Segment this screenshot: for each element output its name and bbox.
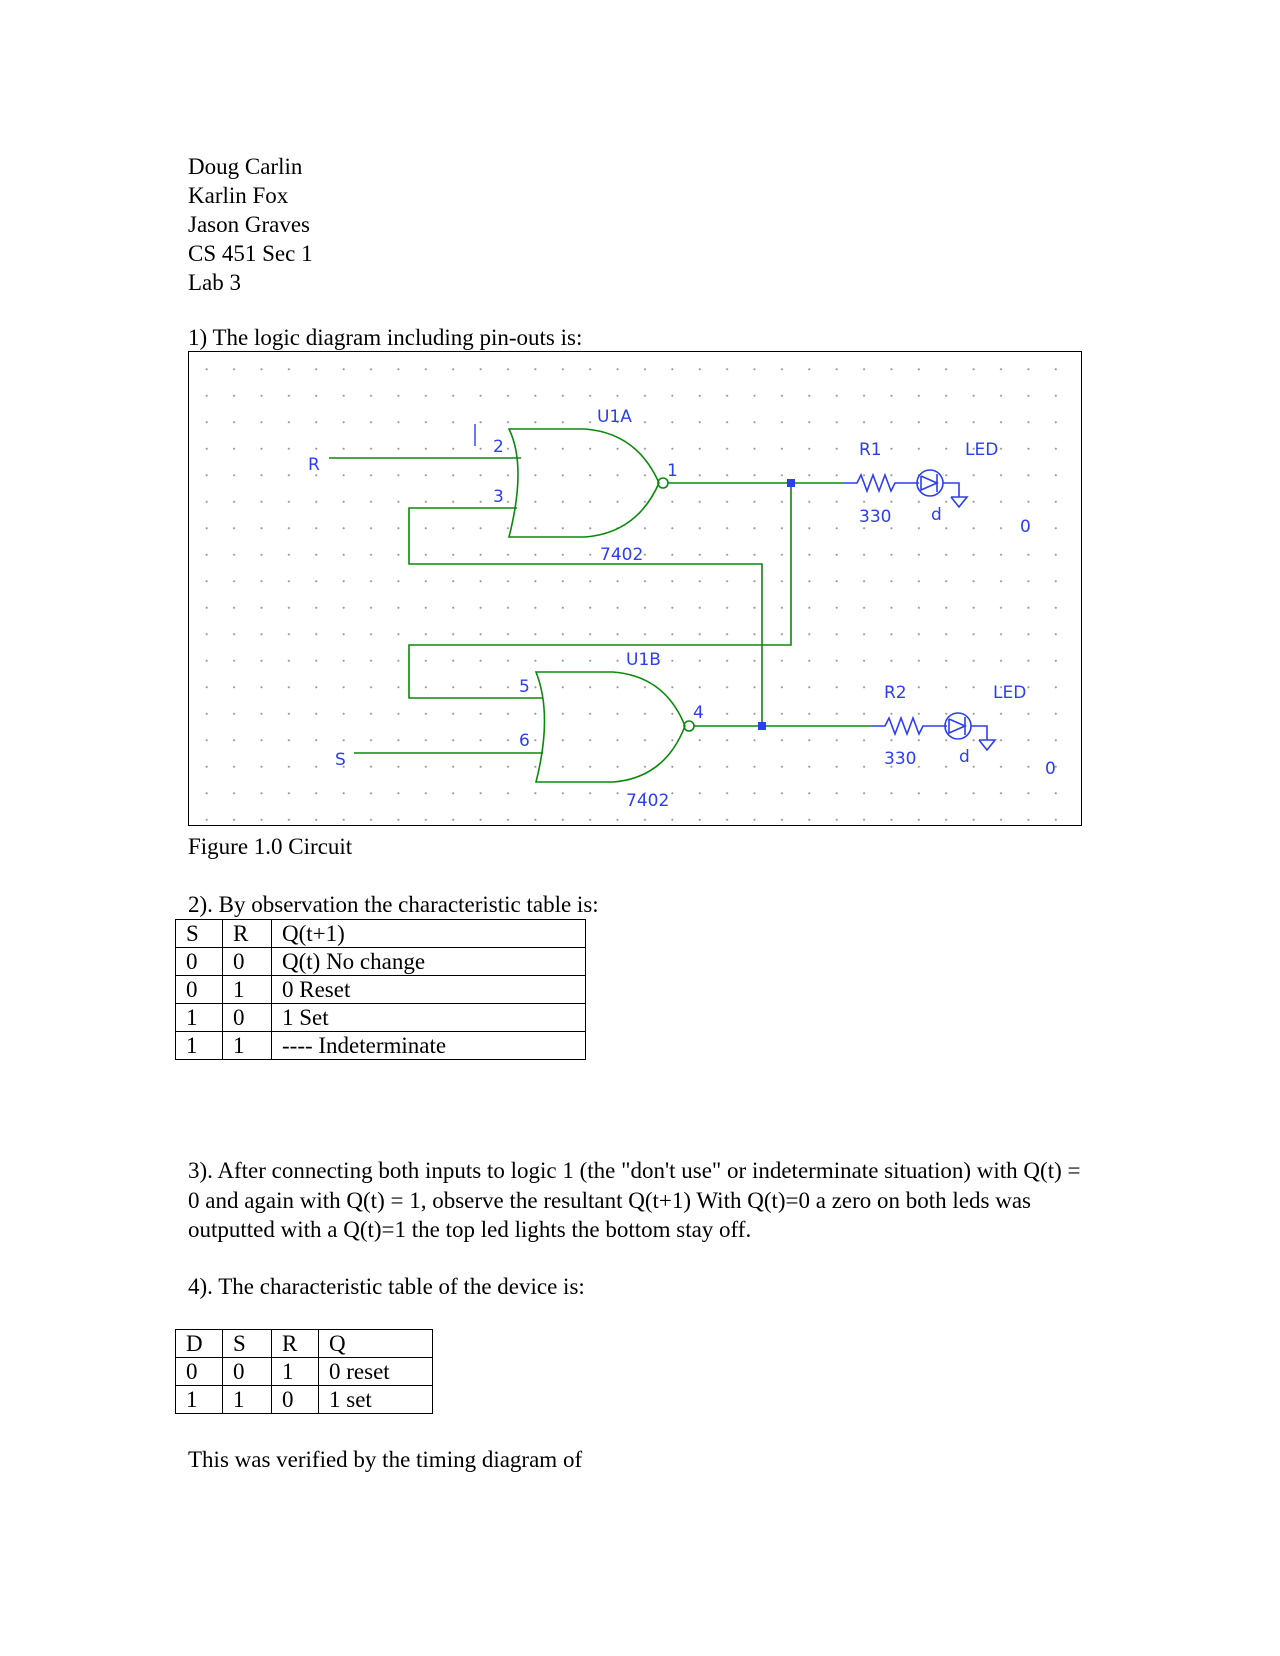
led1-symbol <box>920 475 939 492</box>
table-row: 0 1 0 Reset <box>175 975 586 1004</box>
table-cell: 0 <box>271 1385 319 1414</box>
label-s-input: S <box>335 750 346 770</box>
table-cell: 0 <box>175 947 223 976</box>
pin-4: 4 <box>693 703 704 723</box>
pin-1: 1 <box>667 461 678 481</box>
table-cell: 1 <box>222 1385 272 1414</box>
wire-feedback-b <box>408 483 792 699</box>
section4-title: 4). The characteristic table of the devi… <box>188 1274 585 1299</box>
course-line: CS 451 Sec 1 <box>188 241 313 266</box>
table-header-cell: Q <box>318 1329 433 1358</box>
table-cell: ---- Indeterminate <box>271 1031 586 1060</box>
sr-characteristic-table: S R Q(t+1) 0 0 Q(t) No change 0 1 0 Rese… <box>175 919 586 1060</box>
author-line: Jason Graves <box>188 212 310 237</box>
table-header-cell: S <box>175 919 223 948</box>
pin-5: 5 <box>519 677 530 697</box>
ground-1 <box>950 496 969 509</box>
table-cell: 0 <box>175 975 223 1004</box>
table-row: 0 0 1 0 reset <box>175 1357 433 1386</box>
table-cell: 0 <box>222 1357 272 1386</box>
label-u1a: U1A <box>597 407 632 427</box>
table-row: 1 0 1 Set <box>175 1003 586 1032</box>
author-block: Doug Carlin Karlin Fox Jason Graves CS 4… <box>188 152 313 297</box>
junction-dot <box>758 722 766 730</box>
label-ground-2: 0 <box>1045 759 1056 779</box>
table-cell: 1 <box>222 975 272 1004</box>
nor-gate-u1b <box>534 671 686 783</box>
author-line: Doug Carlin <box>188 154 303 179</box>
resistor-r2 <box>872 715 947 737</box>
pin-6: 6 <box>519 731 530 751</box>
label-r1-value: 330 <box>859 507 891 527</box>
label-u1b-part: 7402 <box>626 791 669 811</box>
footer-text: This was verified by the timing diagram … <box>188 1447 583 1472</box>
section3-paragraph: 3). After connecting both inputs to logi… <box>188 1158 1081 1242</box>
circuit-svg: R S U1A 7402 U1B 7402 2 3 1 5 6 4 R1 330… <box>308 407 1056 811</box>
table-header-cell: S <box>222 1329 272 1358</box>
table-header-cell: R <box>271 1329 319 1358</box>
table-cell: 1 <box>222 1031 272 1060</box>
table-header-cell: R <box>222 919 272 948</box>
label-led1-pin: d <box>931 505 942 525</box>
label-r-input: R <box>308 455 320 475</box>
table-row: 1 1 ---- Indeterminate <box>175 1031 586 1060</box>
resistor-r1 <box>844 472 919 494</box>
table-header-row: S R Q(t+1) <box>175 919 586 948</box>
label-led2-pin: d <box>959 747 970 767</box>
lab-line: Lab 3 <box>188 270 242 295</box>
figure-caption: Figure 1.0 Circuit <box>188 834 353 859</box>
table-header-row: D S R Q <box>175 1329 433 1358</box>
table-header-cell: D <box>175 1329 223 1358</box>
section1-title: 1) The logic diagram including pin-outs … <box>188 325 583 350</box>
nor-gate-u1a <box>507 428 660 538</box>
label-r2-value: 330 <box>884 749 916 769</box>
table-cell: 1 set <box>318 1385 433 1414</box>
ground-2 <box>978 739 997 752</box>
author-line: Karlin Fox <box>188 183 289 208</box>
section2-title: 2). By observation the characteristic ta… <box>188 892 599 917</box>
table-row: 0 0 Q(t) No change <box>175 947 586 976</box>
pin-2: 2 <box>493 437 504 457</box>
label-r1: R1 <box>859 440 882 460</box>
led2-symbol <box>948 718 967 735</box>
table-header-cell: Q(t+1) <box>271 919 586 948</box>
circuit-schematic: R S U1A 7402 U1B 7402 2 3 1 5 6 4 R1 330… <box>188 351 1082 826</box>
table-cell: 1 <box>175 1385 223 1414</box>
junction-dot <box>787 479 795 487</box>
table-row: 1 1 0 1 set <box>175 1385 433 1414</box>
table-cell: 0 Reset <box>271 975 586 1004</box>
table-cell: 0 <box>222 947 272 976</box>
label-led2: LED <box>993 683 1026 703</box>
label-r2: R2 <box>884 683 907 703</box>
table-cell: 0 <box>175 1357 223 1386</box>
label-led1: LED <box>965 440 998 460</box>
label-u1b: U1B <box>626 650 661 670</box>
table-cell: 0 reset <box>318 1357 433 1386</box>
table-cell: 1 <box>175 1003 223 1032</box>
wire-feedback-a <box>408 507 763 726</box>
pin-3: 3 <box>493 487 504 507</box>
table-cell: 1 Set <box>271 1003 586 1032</box>
table-cell: 1 <box>175 1031 223 1060</box>
table-cell: Q(t) No change <box>271 947 586 976</box>
table-cell: 1 <box>271 1357 319 1386</box>
label-u1a-part: 7402 <box>600 545 643 565</box>
label-ground-1: 0 <box>1020 517 1031 537</box>
table-cell: 0 <box>222 1003 272 1032</box>
device-characteristic-table: D S R Q 0 0 1 0 reset 1 1 0 1 set <box>175 1329 433 1414</box>
